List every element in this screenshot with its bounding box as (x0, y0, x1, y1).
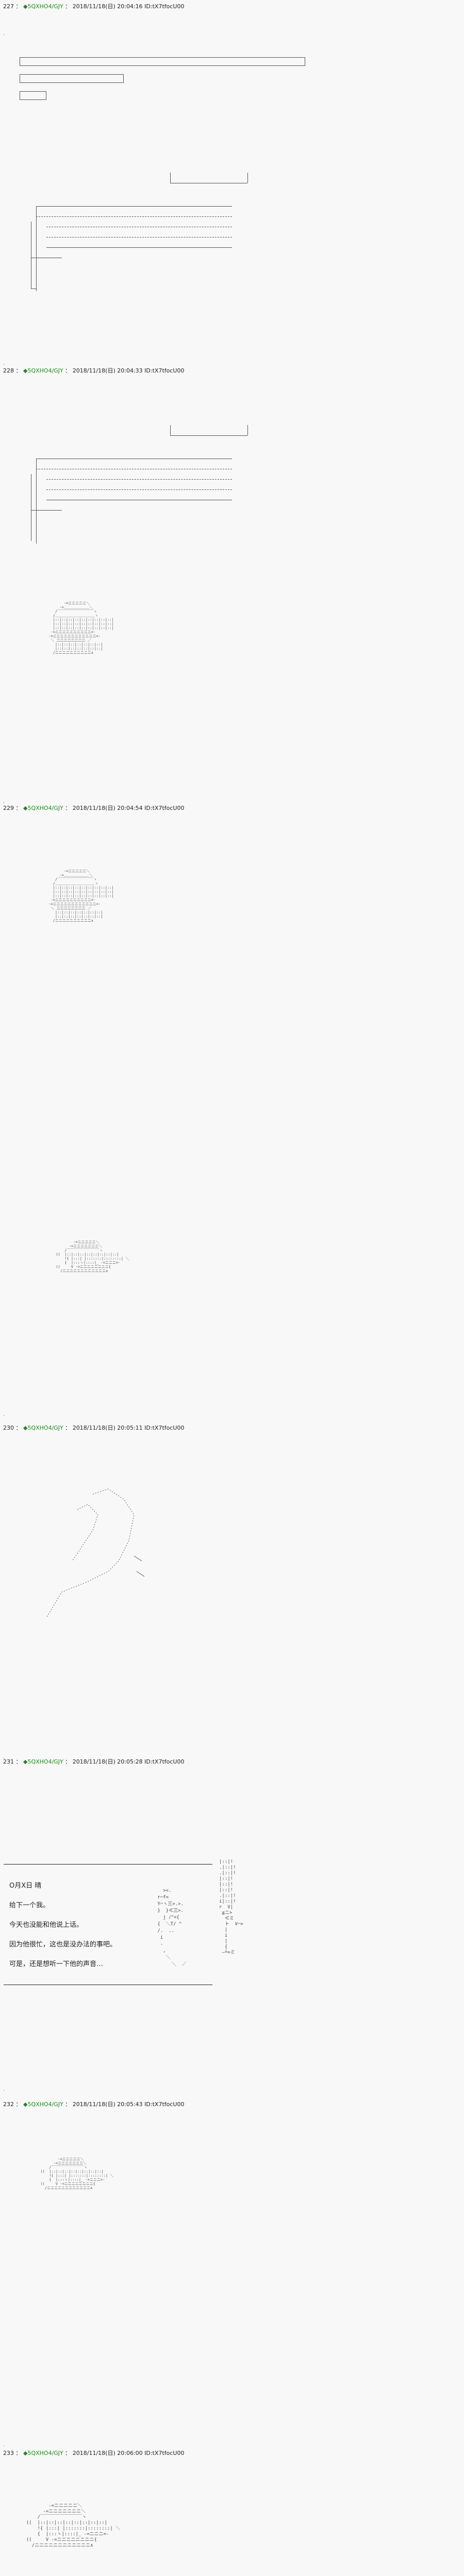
post-date: 2018/11/18(日) 20:04:33 (72, 367, 143, 374)
post-number[interactable]: 233 (3, 2450, 14, 2456)
aa-frame-short (20, 91, 46, 100)
separator: ： (65, 3, 71, 10)
aa-girl-on-phone: ><. r─f= Y⌒ヽ三>.>. } }≪三>. j ﾉ^<{ { ＼T/ ^… (157, 1888, 187, 1967)
aa-hat-figure-3: -=ニニニニニ＼ -=ニニニニニニニ＼ /￣￣￣￣￣￣￣￣￣ヽ (( |::|:… (56, 1240, 129, 1273)
aa-hat-figure-2: -=ニニニニニ＼ -=＿＿＿＿＿＿＿＼ /￣￣￣￣￣￣￣￣￣￣ヽ /＿＿＿＿＿＿… (48, 869, 114, 923)
diary-line: 可是，还是想听一下他的声音… (9, 1960, 104, 1968)
poster-id: ID:tX7tfocU00 (144, 805, 185, 811)
post-date: 2018/11/18(日) 20:05:28 (72, 1758, 143, 1765)
post-header: 228 ： ◆5QXHO4/GJY ： 2018/11/18(日) 20:04:… (0, 367, 464, 375)
poster-tripcode: ◆5QXHO4/GJY (23, 367, 63, 374)
spacer-dot: . (3, 1754, 5, 1760)
poster-id: ID:tX7tfocU00 (144, 1758, 185, 1765)
post-date: 2018/11/18(日) 20:04:16 (72, 3, 143, 10)
separator: ： (15, 2101, 22, 2108)
separator: ： (65, 367, 71, 374)
post-231: 231 ： ◆5QXHO4/GJY ： 2018/11/18(日) 20:05:… (0, 1758, 464, 1766)
spacer-dot: . (3, 799, 5, 804)
post-header: 231 ： ◆5QXHO4/GJY ： 2018/11/18(日) 20:05:… (0, 1758, 464, 1766)
post-header: 232 ： ◆5QXHO4/GJY ： 2018/11/18(日) 20:05:… (0, 2101, 464, 2108)
post-header: 229 ： ◆5QXHO4/GJY ： 2018/11/18(日) 20:04:… (0, 805, 464, 812)
poster-id: ID:tX7tfocU00 (144, 3, 185, 10)
aa-hat-figure-1: -=ニニニニニ＼ -=＿＿＿＿＿＿＿＼ /￣￣￣￣￣￣￣￣￣￣ヽ /＿＿＿＿＿＿… (48, 601, 114, 655)
post-number[interactable]: 228 (3, 367, 14, 374)
post-date: 2018/11/18(日) 20:06:00 (72, 2450, 143, 2456)
poster-tripcode: ◆5QXHO4/GJY (23, 805, 63, 811)
post-header: 227 ： ◆5QXHO4/GJY ： 2018/11/18(日) 20:04:… (0, 3, 464, 10)
post-header: 233 ： ◆5QXHO4/GJY ： 2018/11/18(日) 20:06:… (0, 2450, 464, 2457)
aa-sketch-figure (46, 1488, 145, 1618)
post-header: 230 ： ◆5QXHO4/GJY ： 2018/11/18(日) 20:05:… (0, 1425, 464, 1432)
spacer-dot: . (3, 2087, 5, 2092)
separator: ： (15, 805, 22, 811)
aa-hat-figure-5: -=ニニニニニ＼ -=ニニニニニニニ＼ /￣￣￣￣￣￣￣￣￣ヽ (( |::|:… (26, 2503, 121, 2548)
poster-tripcode: ◆5QXHO4/GJY (23, 3, 63, 10)
poster-id: ID:tX7tfocU00 (144, 2450, 185, 2456)
poster-tripcode: ◆5QXHO4/GJY (23, 2101, 63, 2108)
separator: ： (65, 1425, 71, 1431)
post-232: 232 ： ◆5QXHO4/GJY ： 2018/11/18(日) 20:05:… (0, 2101, 464, 2108)
aa-frame-long (20, 57, 305, 66)
post-date: 2018/11/18(日) 20:05:11 (72, 1425, 143, 1431)
spacer-dot: . (3, 31, 5, 37)
aa-frame-medium (20, 74, 124, 83)
post-227: 227 ： ◆5QXHO4/GJY ： 2018/11/18(日) 20:04:… (0, 3, 464, 10)
post-229: 229 ： ◆5QXHO4/GJY ： 2018/11/18(日) 20:04:… (0, 805, 464, 812)
poster-id: ID:tX7tfocU00 (144, 1425, 185, 1431)
post-number[interactable]: 230 (3, 1425, 14, 1431)
separator: ： (15, 3, 22, 10)
diary-date: O月X日 晴 (9, 1882, 42, 1890)
diary-line: 给下一个我。 (9, 1902, 50, 1909)
post-date: 2018/11/18(日) 20:05:43 (72, 2101, 143, 2108)
poster-id: ID:tX7tfocU00 (144, 2101, 185, 2108)
spacer-dot: . (3, 2442, 5, 2448)
diary-line: 因为他很忙，这也是没办法的事吧。 (9, 1941, 117, 1948)
aa-phone-cord: |::|! .|::|! .|::|! |::|! |::|! |::|! .|… (219, 1859, 243, 1955)
post-date: 2018/11/18(日) 20:04:54 (72, 805, 143, 811)
separator: ： (65, 1758, 71, 1765)
separator: ： (15, 1758, 22, 1765)
post-228: 228 ： ◆5QXHO4/GJY ： 2018/11/18(日) 20:04:… (0, 367, 464, 375)
post-number[interactable]: 231 (3, 1758, 14, 1765)
separator: ： (15, 2450, 22, 2456)
post-number[interactable]: 227 (3, 3, 14, 10)
post-230: 230 ： ◆5QXHO4/GJY ： 2018/11/18(日) 20:05:… (0, 1425, 464, 1432)
diary-line: 今天也没能和他说上话。 (9, 1921, 84, 1929)
spacer-dot: . (3, 1412, 5, 1417)
post-233: 233 ： ◆5QXHO4/GJY ： 2018/11/18(日) 20:06:… (0, 2450, 464, 2457)
poster-tripcode: ◆5QXHO4/GJY (23, 1758, 63, 1765)
separator: ： (65, 2101, 71, 2108)
separator: ： (65, 2450, 71, 2456)
diary-top-rule (4, 1864, 212, 1865)
spacer-dot: . (3, 361, 5, 366)
post-number[interactable]: 232 (3, 2101, 14, 2108)
post-number[interactable]: 229 (3, 805, 14, 811)
aa-hat-figure-4: -=ニニニニニ＼ -=ニニニニニニニ＼ /￣￣￣￣￣￣￣￣￣ヽ (( |::|:… (40, 2157, 114, 2190)
separator: ： (15, 1425, 22, 1431)
poster-tripcode: ◆5QXHO4/GJY (23, 2450, 63, 2456)
diary-entry: O月X日 晴 给下一个我。 今天也没能和他说上话。 因为他很忙，这也是没办法的事… (9, 1876, 117, 1974)
separator: ： (15, 367, 22, 374)
poster-id: ID:tX7tfocU00 (144, 367, 185, 374)
separator: ： (65, 805, 71, 811)
poster-tripcode: ◆5QXHO4/GJY (23, 1425, 63, 1431)
